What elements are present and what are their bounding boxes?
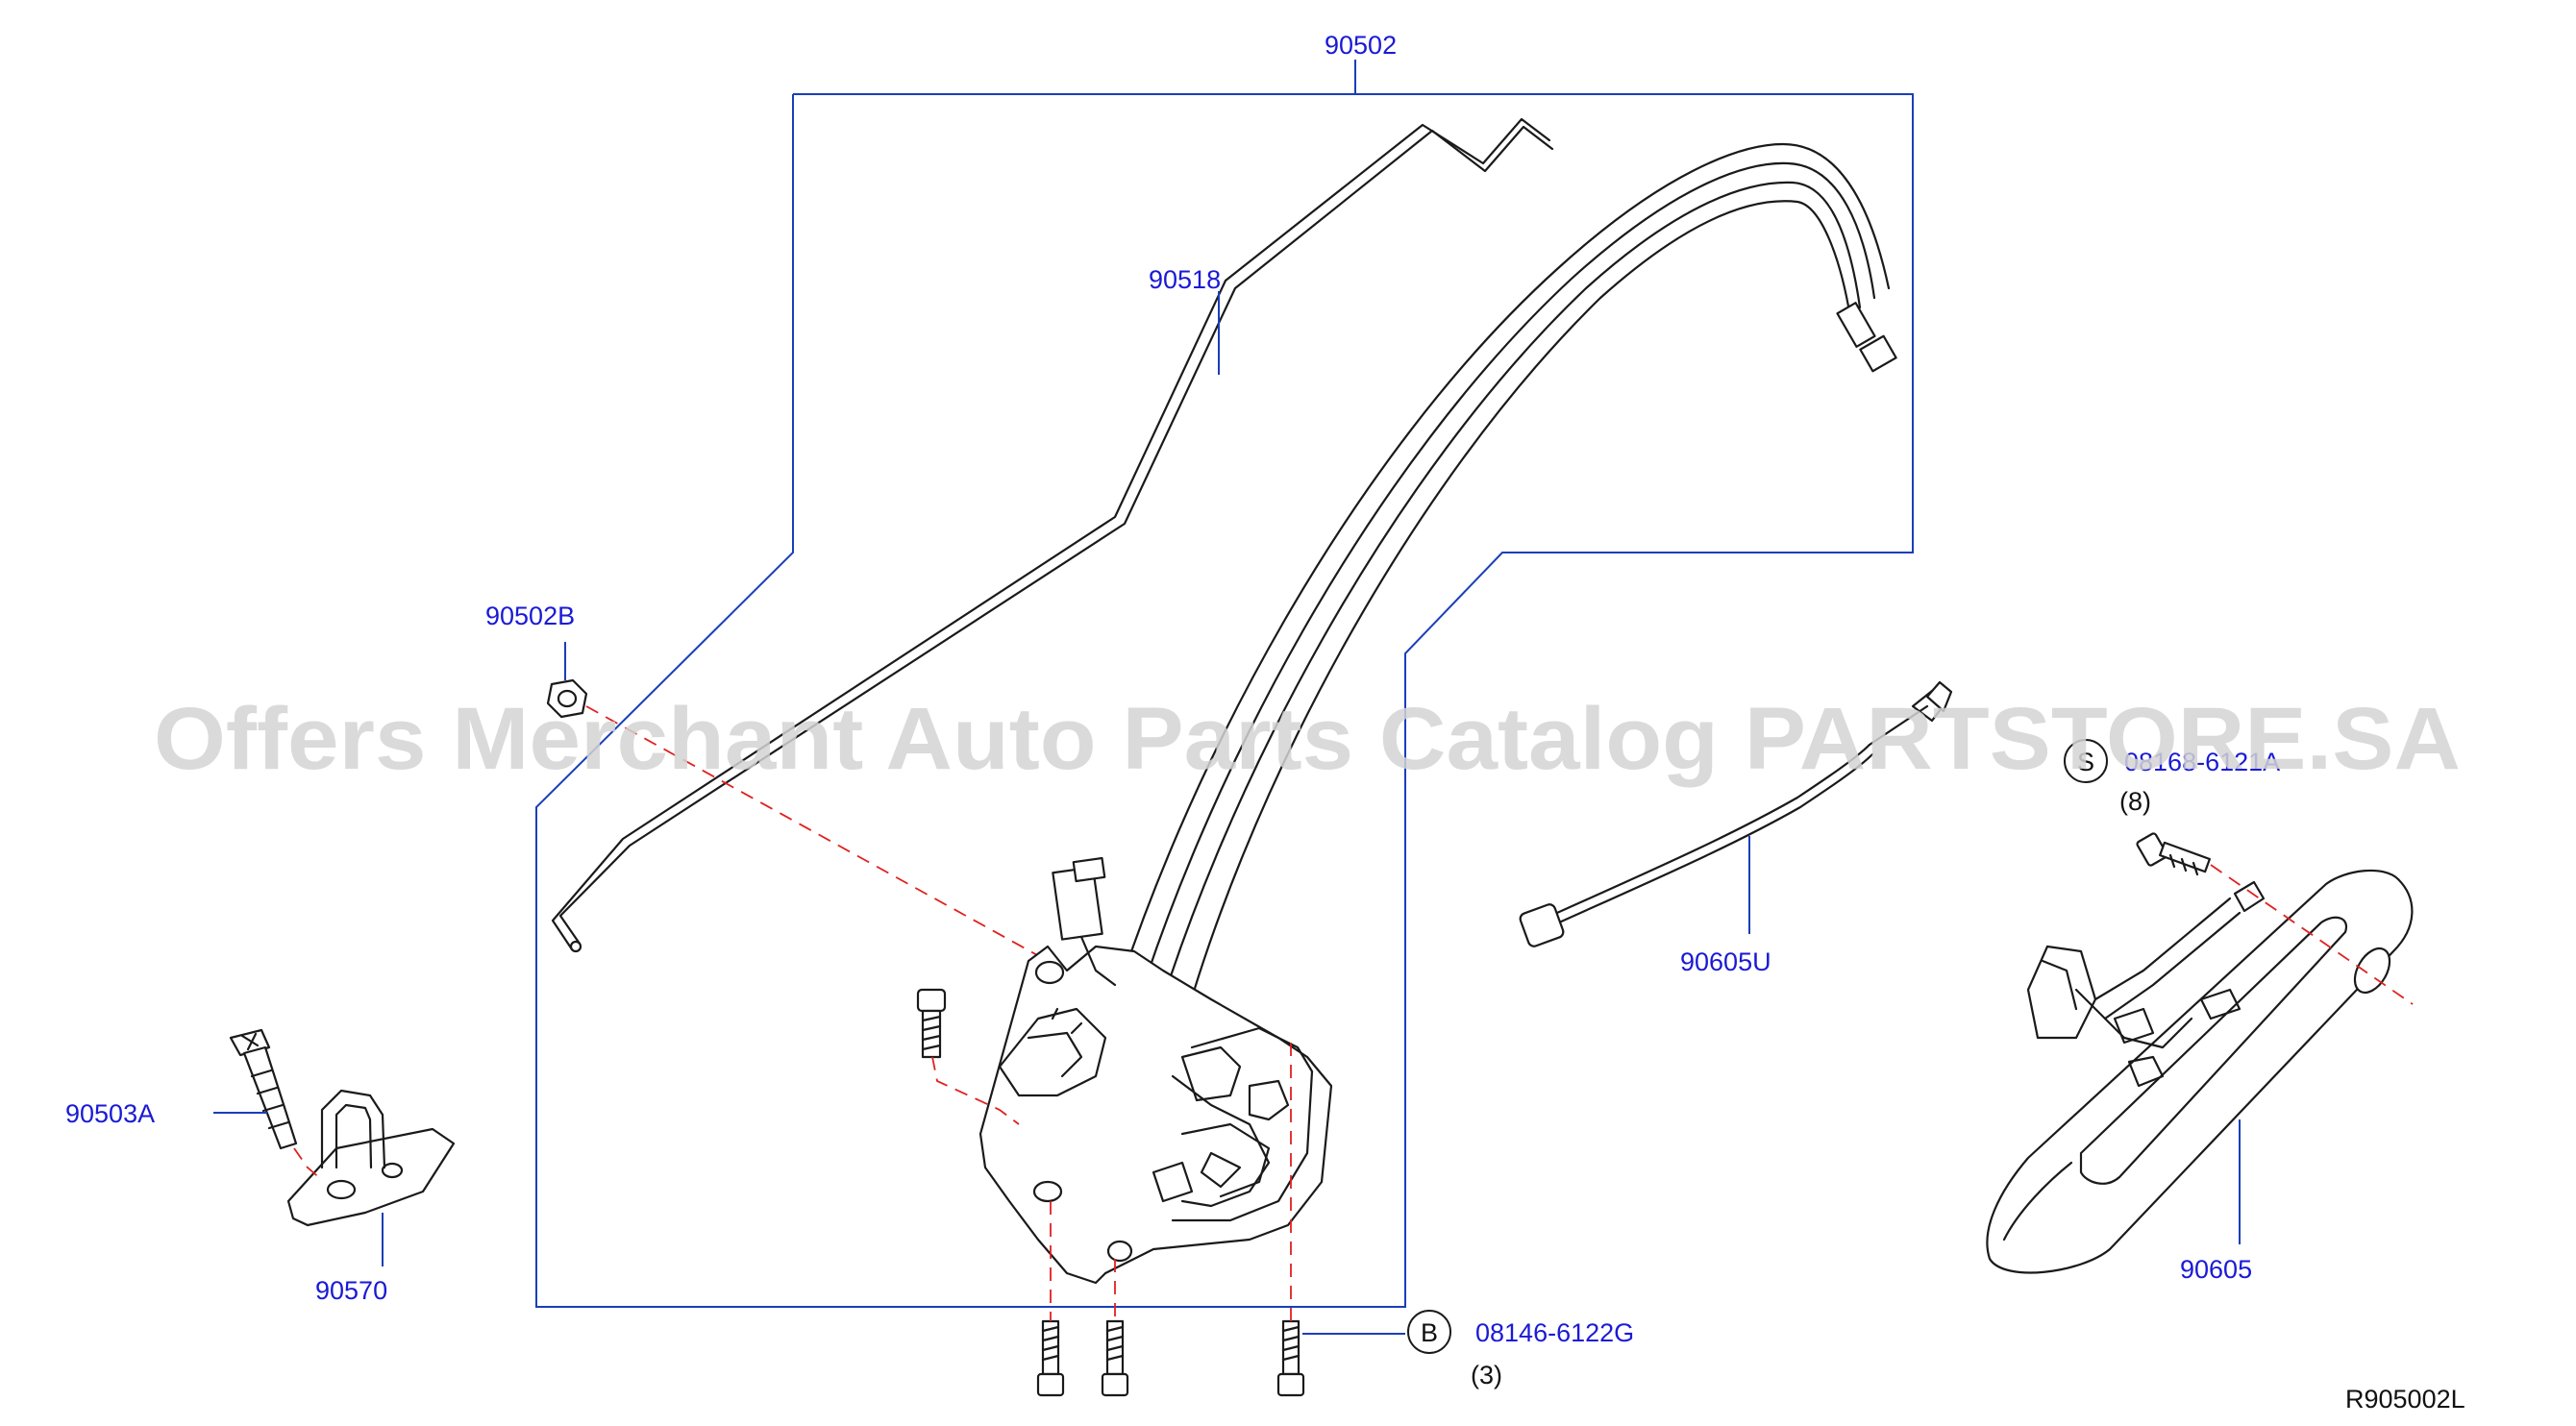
lock-actuator — [978, 856, 1333, 1285]
bolt-2 — [1101, 1319, 1129, 1397]
callout-s-circle — [2064, 739, 2108, 783]
label-90518[interactable]: 90518 — [1149, 265, 1221, 294]
diagram-id: R905002L — [2345, 1385, 2465, 1414]
callout-b-letter: B — [1421, 1318, 1438, 1347]
bolt-3 — [1276, 1319, 1305, 1397]
callout-s-letter: S — [2077, 748, 2094, 776]
striker-90570 — [286, 1089, 456, 1227]
label-90502b[interactable]: 90502B — [485, 602, 575, 630]
label-90570[interactable]: 90570 — [315, 1276, 387, 1305]
cable-90605u — [1519, 680, 1953, 947]
dashed-striker — [293, 1147, 323, 1181]
screw-lock-body — [916, 988, 947, 1059]
dashed-screw-lock — [931, 1056, 1020, 1125]
screw-90503a — [229, 1028, 298, 1150]
callout-b-number[interactable]: 08146-6122G — [1475, 1318, 1634, 1347]
grommet-90502b — [546, 678, 588, 719]
assembly-frame — [535, 93, 1914, 1308]
bolt-1 — [1036, 1319, 1065, 1397]
callout-b-qty: (3) — [1471, 1361, 1502, 1389]
rod-90518 — [551, 117, 1554, 953]
label-90502[interactable]: 90502 — [1325, 31, 1397, 60]
callout-b-circle — [1407, 1310, 1451, 1354]
watermark-text: Offers Merchant Auto Parts Catalog PARTS… — [154, 690, 2461, 788]
screw-08168 — [2136, 832, 2211, 876]
dashed-handle — [2210, 864, 2414, 1005]
outside-handle-90605 — [1986, 869, 2414, 1274]
label-90503a[interactable]: 90503A — [65, 1099, 155, 1128]
label-90605[interactable]: 90605 — [2180, 1255, 2252, 1284]
label-90605u[interactable]: 90605U — [1680, 947, 1771, 976]
callout-s-qty: (8) — [2119, 787, 2151, 816]
callout-s-number[interactable]: 08168-6121A — [2124, 748, 2280, 776]
